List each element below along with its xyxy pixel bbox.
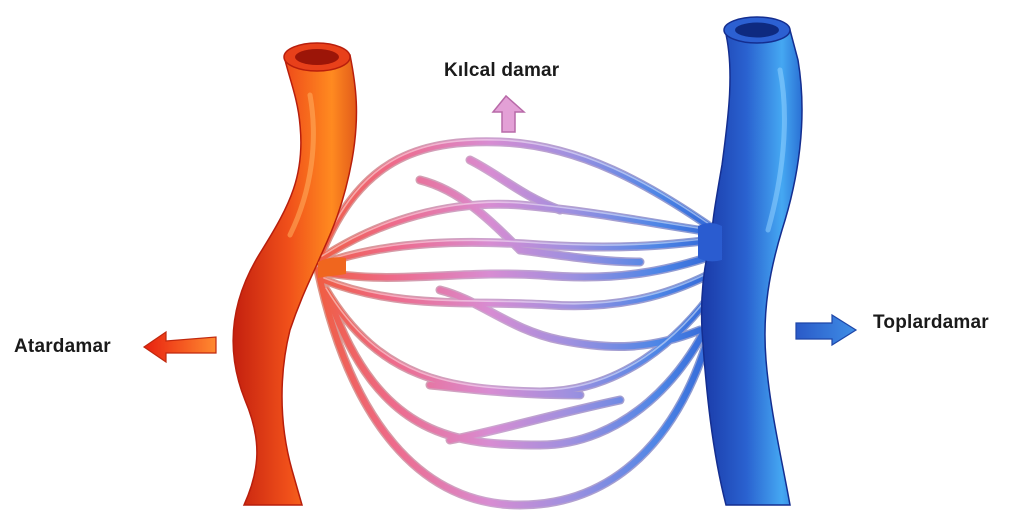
artery-vessel xyxy=(233,43,356,505)
capillary-network xyxy=(318,140,720,505)
arrow-left-icon xyxy=(144,332,216,362)
arrow-right-icon xyxy=(796,315,856,345)
vein-vessel xyxy=(698,17,802,505)
capillary-label: Kılcal damar xyxy=(444,60,559,82)
arrow-up-icon xyxy=(493,96,524,132)
artery-label: Atardamar xyxy=(14,336,111,358)
vein-label: Toplardamar xyxy=(873,312,989,334)
